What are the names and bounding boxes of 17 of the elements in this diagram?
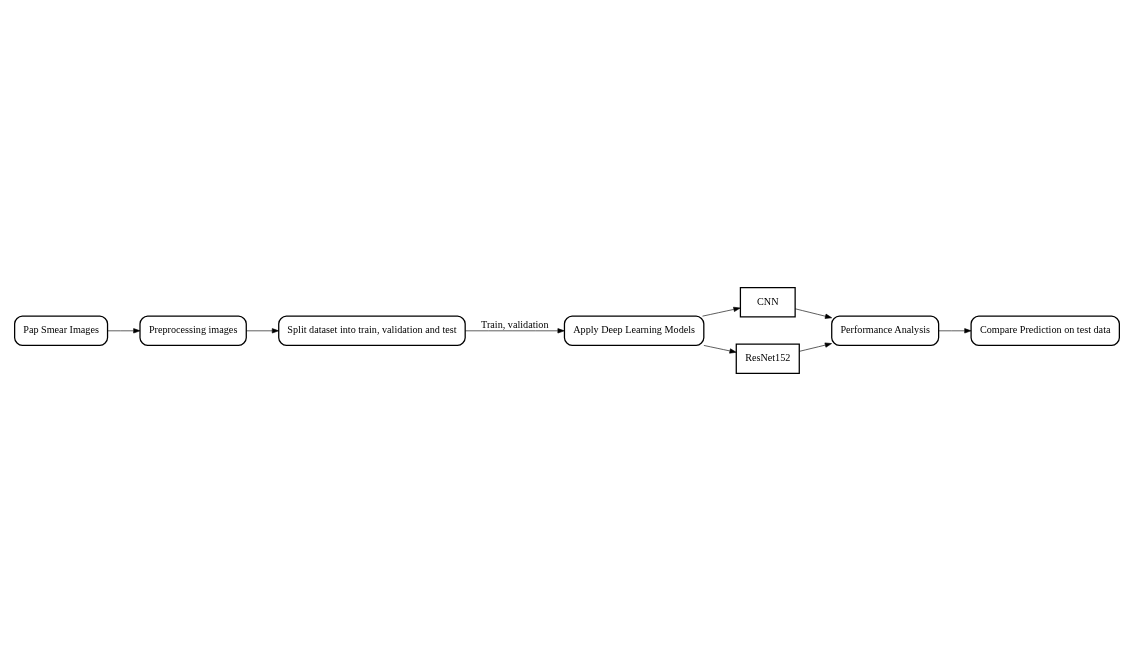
arrow <box>703 345 737 354</box>
arrow <box>799 342 832 352</box>
edge-label: Train, validation <box>481 318 549 330</box>
node-box: ResNet152 <box>735 343 800 375</box>
arrow <box>938 328 972 334</box>
arrow <box>246 328 279 334</box>
node-box: CNN <box>739 286 796 318</box>
arrow <box>465 328 565 334</box>
arrow <box>702 306 741 317</box>
node-box: Pap Smear Images <box>14 315 109 347</box>
node-box: Split dataset into train, validation and test <box>278 315 466 347</box>
node-box: Apply Deep Learning Models <box>563 315 705 347</box>
arrow <box>795 308 833 319</box>
node-box: Performance Analysis <box>831 315 940 347</box>
node-box: Preprocessing images <box>139 315 247 347</box>
node-box: Compare Prediction on test data <box>970 315 1120 347</box>
arrow <box>107 328 141 334</box>
